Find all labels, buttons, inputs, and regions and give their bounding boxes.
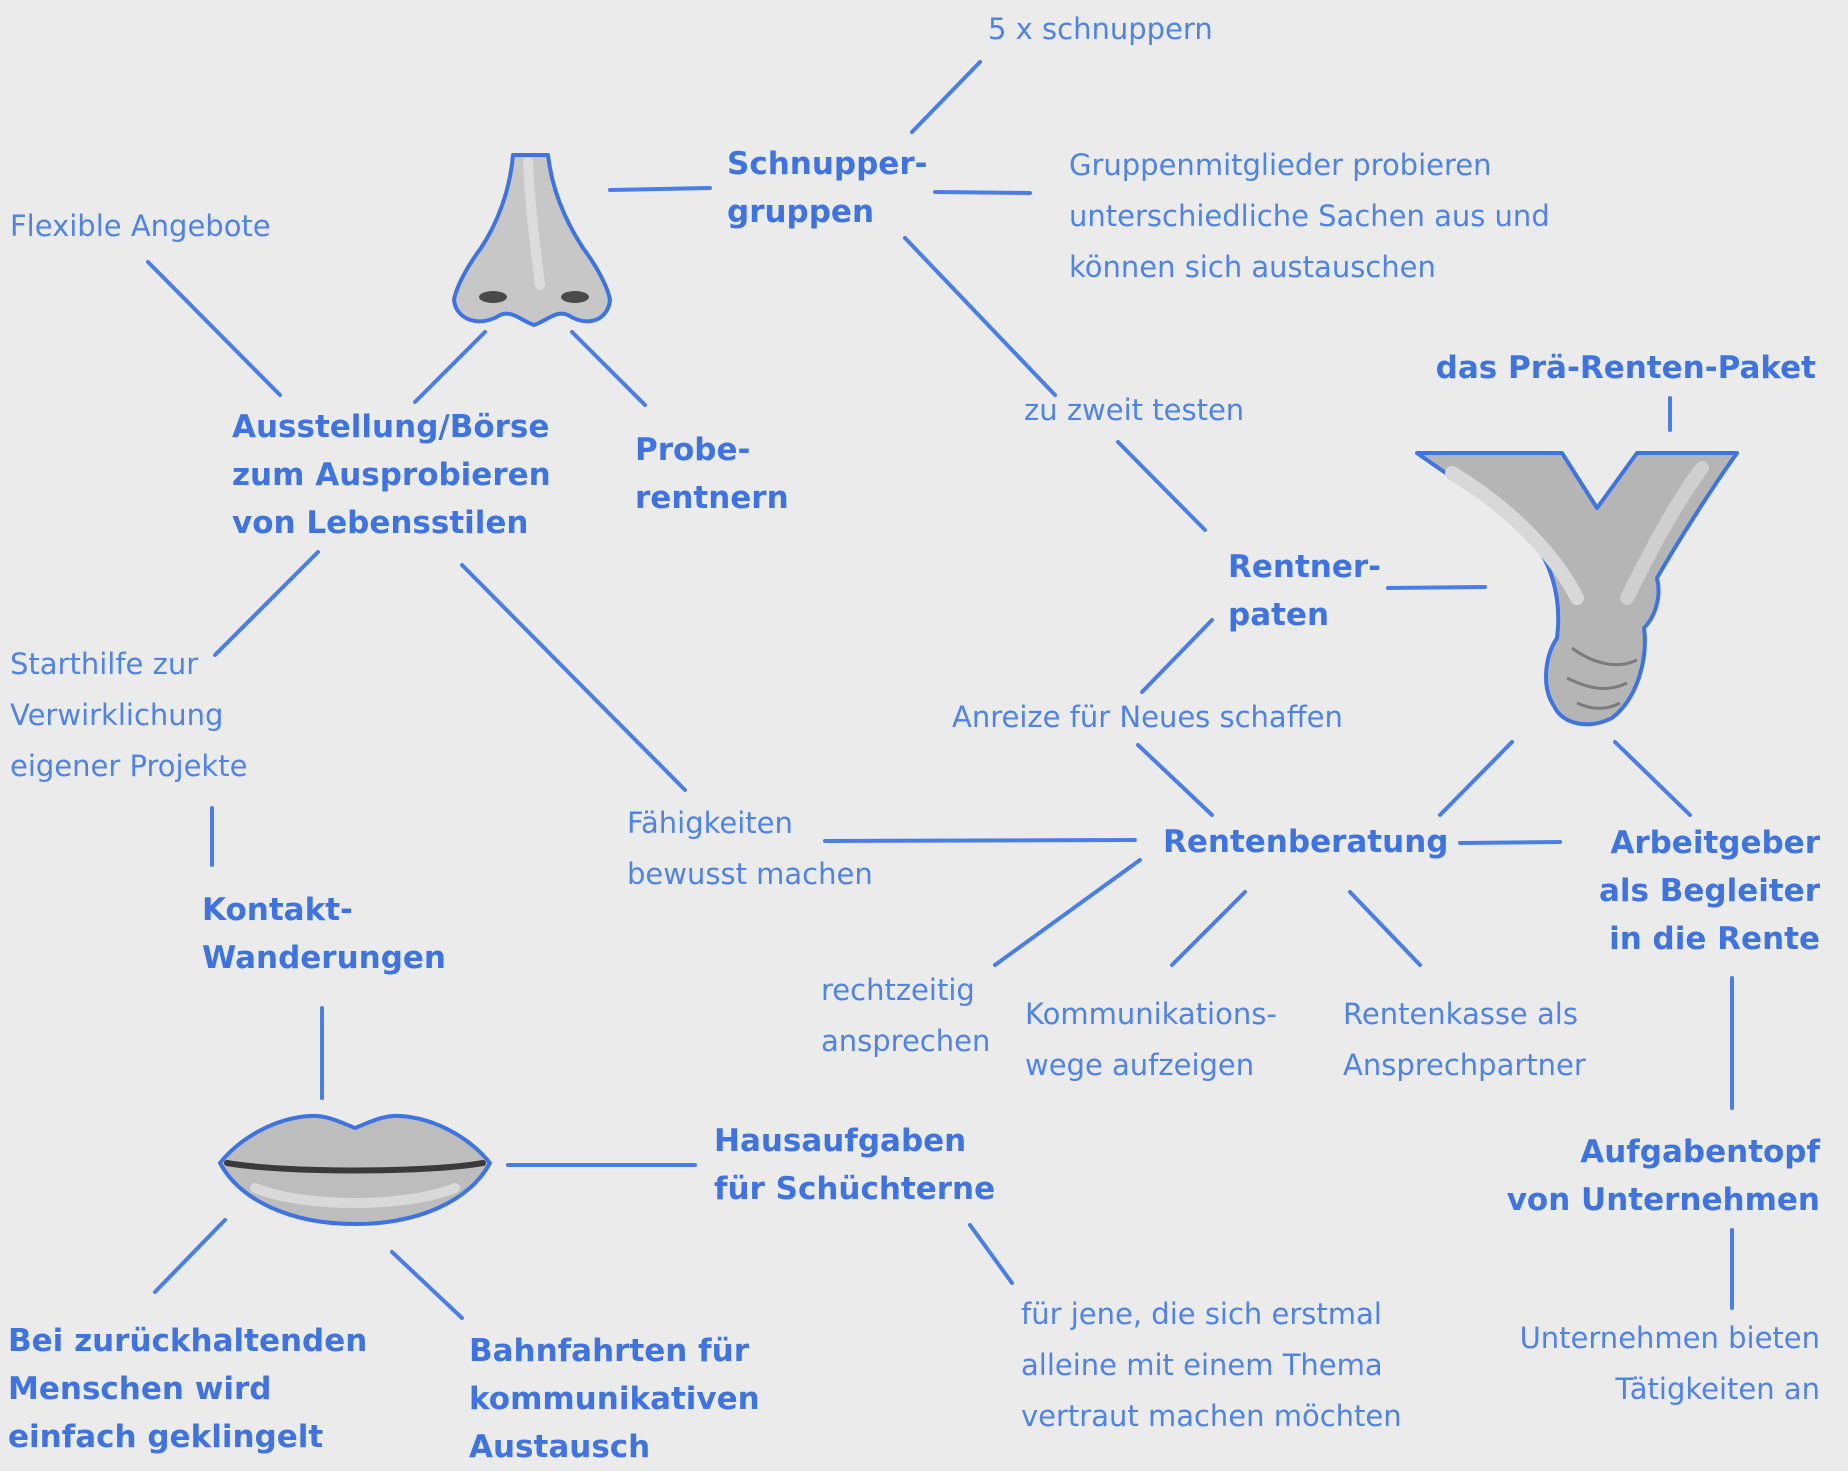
rentenkasse-text: Rentenkasse als Ansprechpartner bbox=[1343, 989, 1586, 1091]
prae-renten-paket-title: das Prä-Renten-Paket bbox=[1436, 344, 1816, 392]
rechtzeitig-text: rechtzeitig ansprechen bbox=[821, 965, 990, 1067]
kontakt-wanderungen-title: Kontakt- Wanderungen bbox=[202, 886, 446, 982]
starthilfe-text: Starthilfe zur Verwirklichung eigener Pr… bbox=[10, 639, 247, 792]
faehigkeiten-text: Fähigkeiten bewusst machen bbox=[627, 798, 873, 900]
anreize-label: Anreize für Neues schaffen bbox=[952, 692, 1343, 743]
nose-icon bbox=[448, 150, 618, 330]
lips-icon bbox=[215, 1108, 495, 1228]
unternehmen-bieten-text: Unternehmen bieten Tätigkeiten an bbox=[1520, 1313, 1820, 1415]
proberentnern-title: Probe- rentnern bbox=[635, 426, 789, 522]
holding-hands-icon bbox=[1412, 448, 1742, 728]
zu-zweit-testen-label: zu zweit testen bbox=[1024, 385, 1244, 436]
bahnfahrten-title: Bahnfahrten für kommunikativen Austausch bbox=[469, 1327, 760, 1471]
arbeitgeber-title: Arbeitgeber als Begleiter in die Rente bbox=[1599, 819, 1820, 963]
rentenberatung-title: Rentenberatung bbox=[1163, 818, 1448, 866]
rentnerpaten-title: Rentner- paten bbox=[1228, 543, 1381, 639]
schnuppern-count-label: 5 x schnuppern bbox=[988, 4, 1213, 55]
fuer-jene-text: für jene, die sich erstmal alleine mit e… bbox=[1021, 1289, 1402, 1442]
schnuppergruppen-title: Schnupper- gruppen bbox=[727, 140, 927, 236]
hausaufgaben-title: Hausaufgaben für Schüchterne bbox=[714, 1117, 995, 1213]
aufgabentopf-title: Aufgabentopf von Unternehmen bbox=[1507, 1128, 1820, 1224]
ausstellung-title: Ausstellung/Börse zum Ausprobieren von L… bbox=[232, 403, 551, 547]
gruppenmitglieder-text: Gruppenmitglieder probieren unterschiedl… bbox=[1069, 140, 1550, 293]
flexible-angebote-label: Flexible Angebote bbox=[10, 201, 271, 252]
zurueckhaltend-title: Bei zurückhaltenden Menschen wird einfac… bbox=[8, 1317, 367, 1461]
kommunikationswege-text: Kommunikations- wege aufzeigen bbox=[1025, 989, 1277, 1091]
